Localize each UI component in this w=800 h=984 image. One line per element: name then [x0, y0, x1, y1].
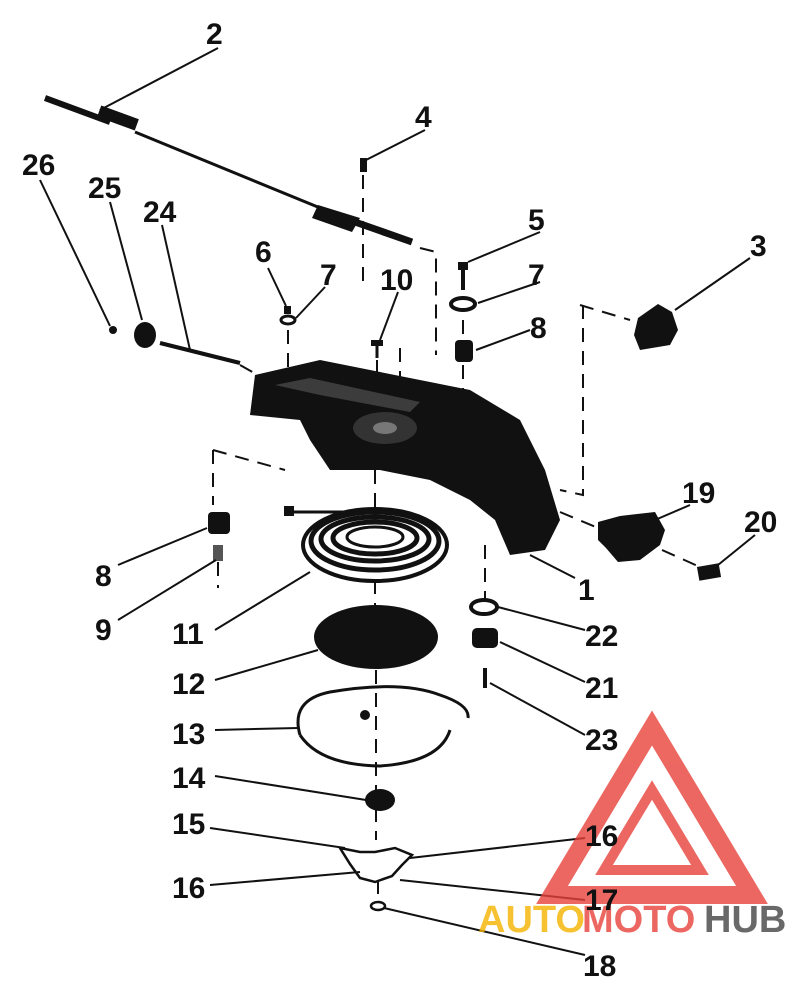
part-1-housing: [250, 360, 560, 555]
callout-6: 6: [255, 236, 272, 269]
callout-8-left: 8: [95, 560, 112, 593]
part-20-tag: [696, 563, 722, 581]
part-24-rod: [159, 341, 241, 365]
callout-numbers: 2 4 5 7 8 3 6 7 10 26 25 24 8 9 11 12 13…: [22, 18, 777, 983]
callout-17: 17: [585, 884, 618, 917]
callout-1: 1: [578, 574, 595, 607]
part-4-screw: [360, 158, 367, 172]
callout-23: 23: [585, 724, 618, 757]
part-26-pin: [109, 326, 117, 334]
callout-22: 22: [585, 620, 618, 653]
callout-18: 18: [583, 950, 616, 983]
callout-14: 14: [172, 762, 206, 795]
part-14-pawl: [365, 789, 395, 811]
callout-21: 21: [585, 672, 618, 705]
callout-5: 5: [528, 204, 545, 237]
part-19-switch: [598, 512, 665, 562]
callout-7-right: 7: [528, 259, 545, 292]
callout-7-left: 7: [320, 259, 337, 292]
callout-4: 4: [415, 101, 432, 134]
watermark-logo: AUTO MOTO HUB: [478, 710, 786, 941]
part-18-clip: [369, 900, 387, 912]
watermark-hub: HUB: [704, 899, 786, 941]
part-12-pulley: [314, 605, 438, 669]
callout-9: 9: [95, 614, 112, 647]
part-13-rope: [296, 685, 470, 768]
part-22-washer: [469, 598, 499, 616]
callout-3: 3: [750, 230, 767, 263]
watermark-auto: AUTO: [478, 899, 585, 941]
callout-12: 12: [172, 668, 205, 701]
part-3-cover: [634, 304, 678, 350]
part-8-grommet-left: [208, 512, 230, 534]
part-7-washer-right: [449, 296, 477, 312]
callout-15: 15: [172, 808, 205, 841]
part-10-screw: [371, 340, 383, 358]
callout-25: 25: [88, 172, 121, 205]
watermark-moto: MOTO: [582, 899, 695, 941]
part-21-nut: [472, 628, 498, 648]
part-9-spring: [213, 545, 223, 561]
part-7-washer-left: [279, 314, 297, 326]
part-2-cable: [43, 95, 414, 246]
callout-24: 24: [143, 196, 177, 229]
callout-10: 10: [380, 264, 413, 297]
part-5-bolt: [458, 262, 468, 290]
callout-20: 20: [744, 506, 777, 539]
callout-13: 13: [172, 718, 205, 751]
part-8-grommet-top: [455, 340, 473, 362]
callout-19: 19: [682, 477, 715, 510]
part-25-knob: [134, 322, 156, 348]
assembly-lines: [212, 175, 701, 900]
part-11-spring-coil: [284, 506, 449, 583]
callout-8-top: 8: [530, 312, 547, 345]
callout-2: 2: [206, 18, 223, 51]
callout-16-right: 16: [585, 820, 618, 853]
part-6-screw: [284, 306, 291, 314]
callout-16-left: 16: [172, 872, 205, 905]
callout-11: 11: [172, 618, 204, 651]
callout-26: 26: [22, 149, 55, 182]
part-15-retainer-plate: [337, 846, 415, 884]
